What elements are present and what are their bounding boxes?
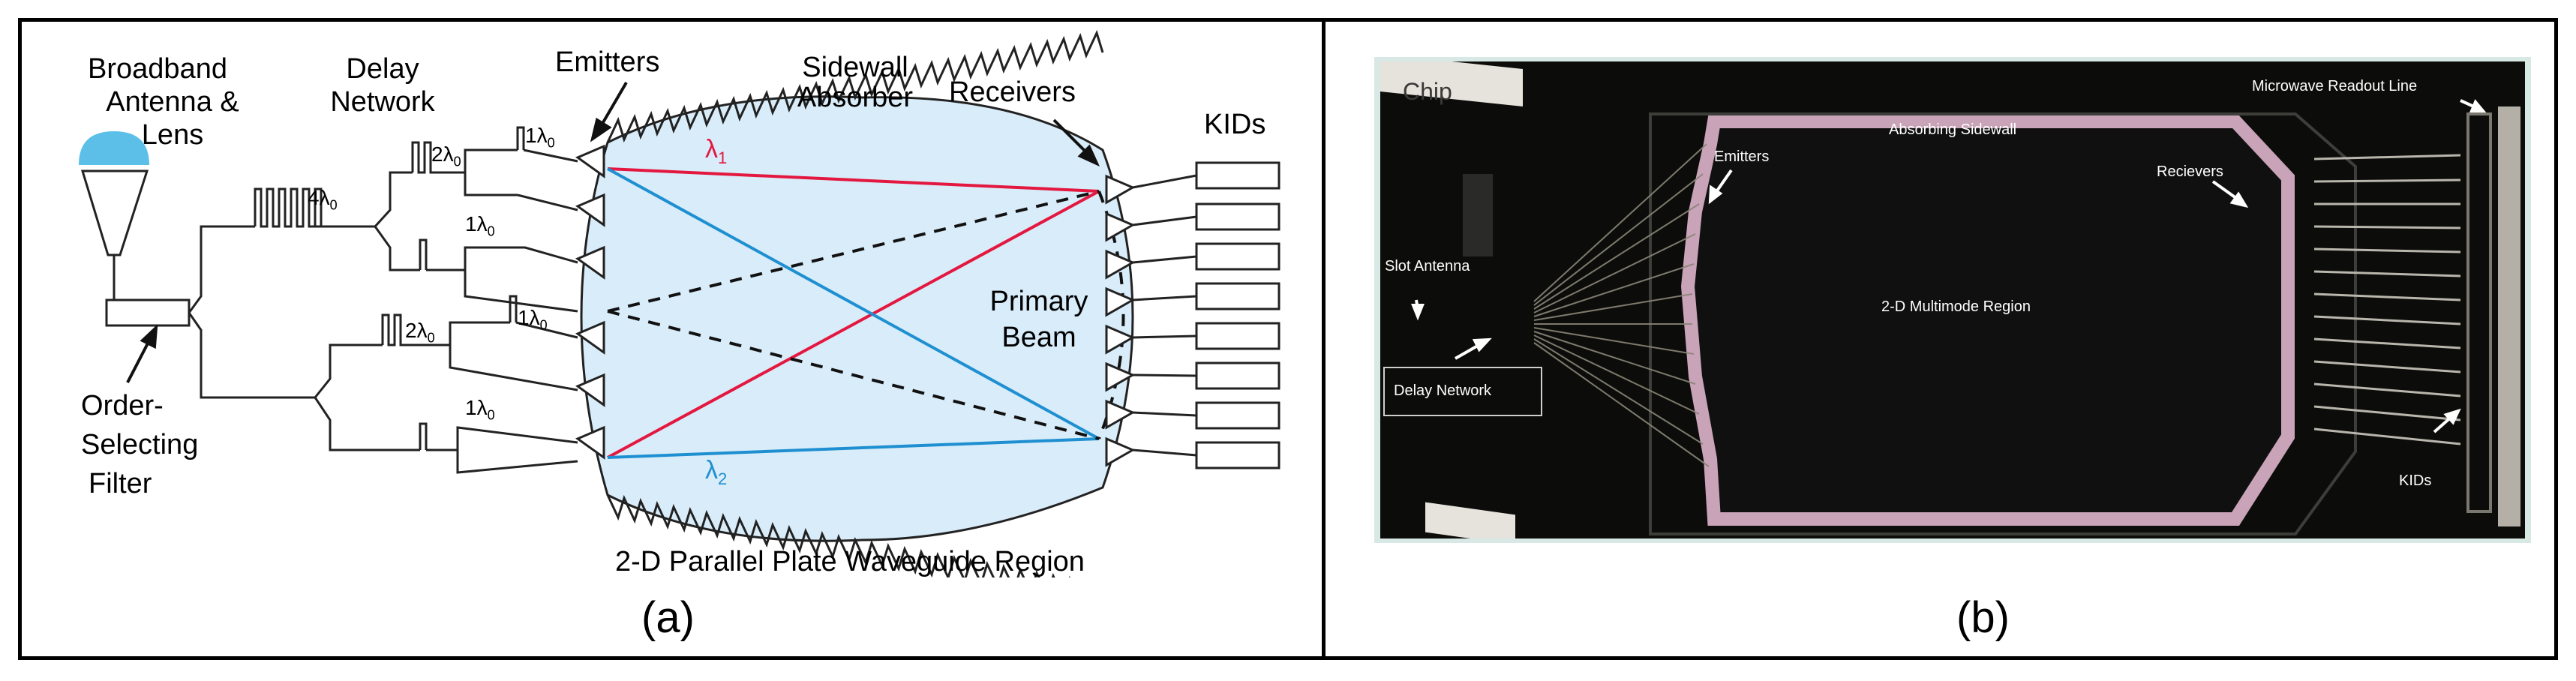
order-selecting-filter xyxy=(105,298,191,327)
delay-1a-label: 1λ0 xyxy=(525,124,555,151)
lambda2-label: λ2 xyxy=(705,456,728,488)
broadband-line2: Antenna & Lens xyxy=(106,86,239,151)
absorbing-sidewall-label: Absorbing Sidewall xyxy=(1889,122,2017,138)
figure-frame xyxy=(18,18,2558,660)
delay-1d-label: 1λ0 xyxy=(465,396,495,423)
panel-b-caption: (b) xyxy=(1956,593,2010,642)
delay-2b-label: 2λ0 xyxy=(405,319,435,346)
sidewall-line1: Sidewall xyxy=(802,52,908,83)
primary-line1: Primary xyxy=(989,286,1088,317)
panel-a-caption: (a) xyxy=(641,593,695,642)
lambda1-label: λ1 xyxy=(705,135,728,167)
order-line1: Order- xyxy=(81,390,164,422)
kids-photo-label: KIDs xyxy=(2399,472,2432,489)
kids-label: KIDs xyxy=(1204,109,1266,140)
waveguide-region-label: 2-D Parallel Plate Waveguide Region xyxy=(615,546,1085,578)
delay-network-photo-label: Delay Network xyxy=(1394,382,1492,399)
absorber-bottom xyxy=(606,494,1070,578)
panel-a-diagram xyxy=(79,29,1280,578)
panel-divider xyxy=(1322,18,1326,660)
delay-1b-label: 1λ0 xyxy=(465,212,495,239)
receivers-label: Receivers xyxy=(949,76,1076,108)
broadband-label: Broadband Antenna & Lens xyxy=(75,52,240,152)
delay-1c-label: 1λ0 xyxy=(518,306,548,333)
multimode-label: 2-D Multimode Region xyxy=(1881,298,2031,315)
emitters-photo-label: Emitters xyxy=(1714,148,1770,165)
slot-antenna-label: Slot Antenna xyxy=(1385,258,1470,274)
delay-line2: Network xyxy=(330,86,435,118)
emitters-label: Emitters xyxy=(555,46,660,78)
primary-line2: Beam xyxy=(1001,322,1076,353)
order-selecting-filter-label: Order- Selecting Filter xyxy=(81,386,198,503)
broadband-line1: Broadband xyxy=(88,53,227,85)
delay-line1: Delay xyxy=(346,53,419,85)
order-line3: Filter xyxy=(89,468,152,500)
panel-b-photo: Chip Microwave Readout Line Absorbing Si… xyxy=(1374,57,2531,543)
delay-4-label: 4λ0 xyxy=(308,186,338,213)
delay-2a-label: 2λ0 xyxy=(431,142,461,170)
lens xyxy=(79,131,149,165)
chip-label: Chip xyxy=(1403,78,1452,105)
primary-beam-label: Primary Beam xyxy=(983,284,1095,356)
delay-network-label: Delay Network xyxy=(315,52,450,118)
chip-layout xyxy=(1383,99,2520,536)
sidewall-line2: Absorber xyxy=(797,82,914,113)
sidewall-absorber-label: Sidewall Absorber xyxy=(780,52,930,112)
recievers-photo-label: Recievers xyxy=(2157,164,2223,180)
absorber-top xyxy=(606,29,1104,143)
order-line2: Selecting xyxy=(81,429,199,460)
waveguide-region xyxy=(580,95,1134,542)
microwave-label: Microwave Readout Line xyxy=(2252,78,2418,94)
